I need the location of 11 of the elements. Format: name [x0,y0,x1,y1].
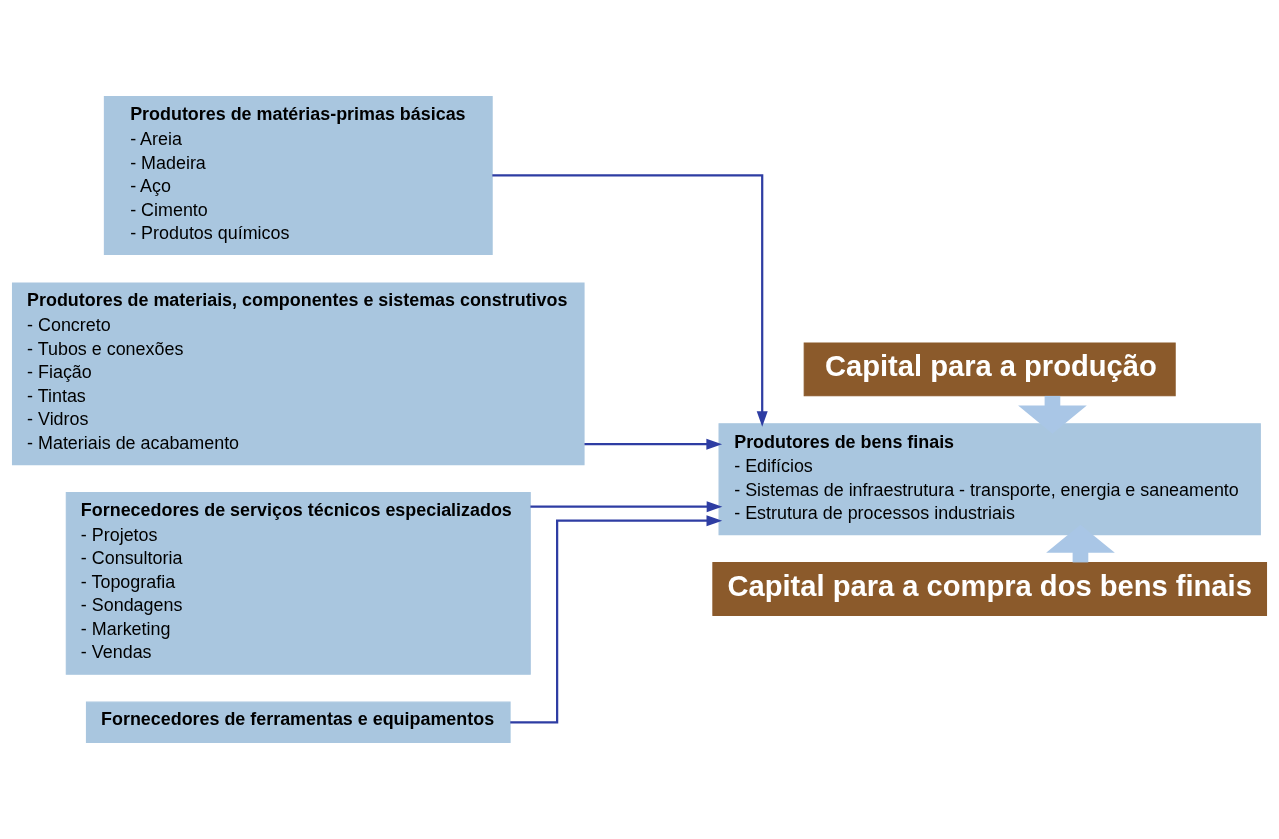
node-box: Capital para a produção [803,342,1176,397]
node-box: Fornecedores de ferramentas e equipamentos [85,701,511,744]
node-box: Fornecedores de serviços técnicos especializados - Projetos - Consultoria - Topografia - Sondagens - Marketing - Vendas [65,492,531,675]
node-box: Produtores de materiais, componentes e sistemas construtivos - Concreto - Tubos e conexões - Fiação - Tintas - Vidros - Materiais de acabamento [11,282,585,466]
node-box: Produtores de matérias-primas básicas - Areia - Madeira - Aço - Cimento - Produtos químicos [103,95,493,256]
node-box: Capital para a compra dos bens finais [712,562,1268,616]
arrow [584,438,723,450]
arrow [510,515,723,724]
arrow [530,501,723,513]
node-box: Produtores de bens finais - Edifícios - Sistemas de infraestrutura - transporte, energia e saneamento - Estrutura de processos industriais [718,423,1261,536]
arrow [492,174,768,427]
